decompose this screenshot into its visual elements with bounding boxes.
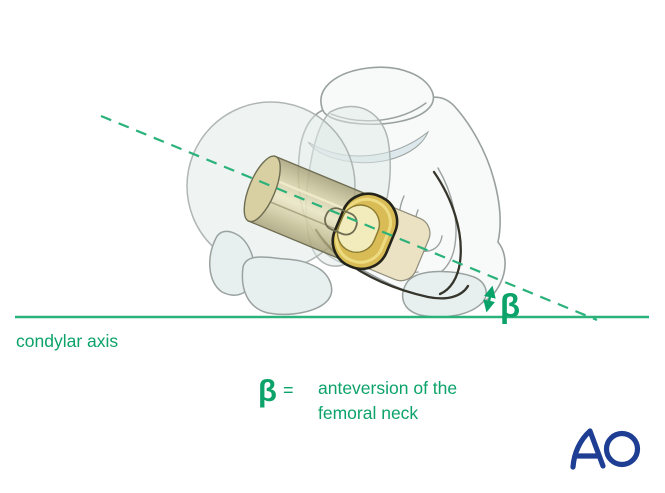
- lateral-condyle: [401, 270, 487, 318]
- beta-legend: β = anteversion of the femoral neck: [258, 373, 457, 423]
- beta-angle-arrow: [483, 285, 496, 313]
- neck-axis-dashed-line: [100, 114, 598, 322]
- posterior-outline-right: [432, 170, 462, 296]
- legend-line1: anteversion of the: [318, 378, 457, 398]
- implant-end-face: [243, 155, 281, 223]
- ao-logo-letter-a: [570, 428, 606, 470]
- ao-logo: [570, 428, 641, 470]
- implant-nail: [243, 155, 399, 271]
- implant-slot: [324, 207, 358, 236]
- legend-line2: femoral neck: [318, 403, 418, 423]
- medial-condyle: [241, 256, 333, 316]
- legend-equals: =: [283, 380, 294, 400]
- beta-angle-label: β: [500, 287, 520, 324]
- femur-illustration: [186, 66, 506, 318]
- ao-logo-letter-o: [603, 430, 641, 468]
- legend-beta-symbol: β: [258, 373, 277, 408]
- condylar-axis-label: condylar axis: [16, 331, 118, 351]
